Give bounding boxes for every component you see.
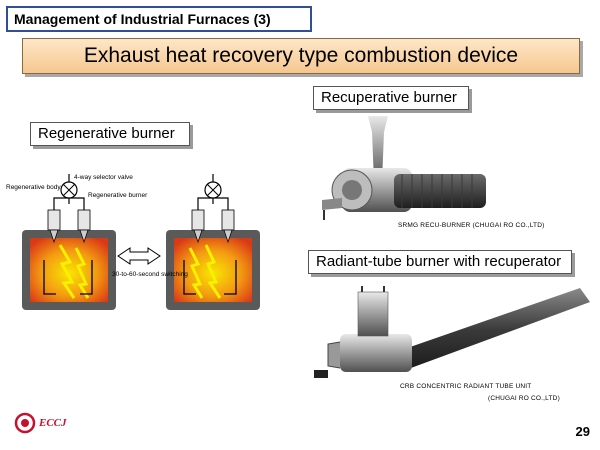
radiant-tube-burner-label: Radiant-tube burner with recuperator (308, 250, 572, 274)
regenerative-diagram (22, 174, 260, 310)
eccj-logo: ECCJ (14, 412, 67, 434)
section-label: Management of Industrial Furnaces (3) (6, 6, 312, 32)
logo-text: ECCJ (39, 417, 67, 429)
eccj-logo-icon (14, 412, 36, 434)
regenerative-burner-label: Regenerative burner (30, 122, 190, 146)
recuperative-caption: SRMG RECU-BURNER (CHUGAI RO CO.,LTD) (398, 222, 545, 229)
recuperative-burner-image (322, 116, 486, 220)
radiant-caption-line2: (CHUGAI RO CO.,LTD) (488, 395, 560, 402)
regenerative-burner-part-label: Regenerative burner (88, 192, 148, 199)
switching-arrow (117, 247, 161, 265)
radiant-caption-line1: CRB CONCENTRIC RADIANT TUBE UNIT (400, 383, 532, 390)
slide-title: Exhaust heat recovery type combustion de… (22, 38, 580, 74)
recuperative-burner-label: Recuperative burner (313, 86, 469, 110)
furnace-right (166, 174, 260, 310)
radiant-tube-burner-image (314, 286, 590, 378)
page-number: 29 (575, 424, 590, 439)
furnace-left (22, 174, 116, 310)
switching-time-label: 30-to-60-second switching (112, 271, 188, 278)
selector-valve-label: 4-way selector valve (74, 174, 133, 181)
regenerative-body-label: Regenerative body (6, 184, 61, 191)
